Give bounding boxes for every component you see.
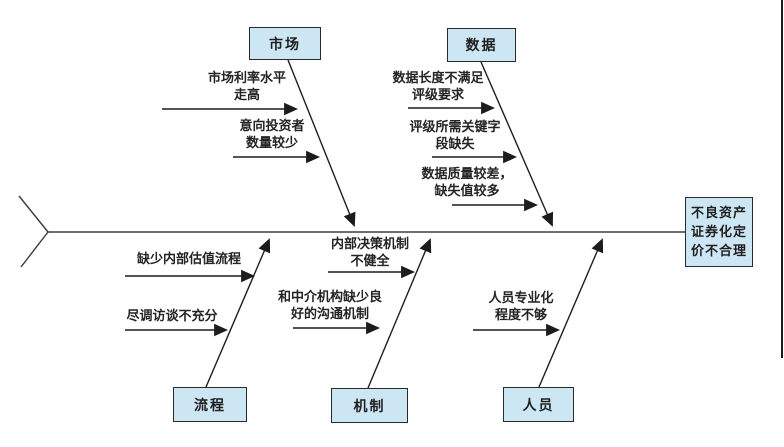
tail-lower-line — [20, 231, 49, 268]
cause-label-process-0: 缺少内部估值流程 — [136, 252, 242, 267]
category-box-process: 流程 — [173, 387, 247, 422]
cause-label-personnel-0: 人员专业化 程度不够 — [488, 291, 554, 323]
cause-label-data-2: 数据质量较差， 缺失值较多 — [421, 167, 513, 199]
bone-process — [205, 238, 271, 388]
cause-label-process-1: 尽调访谈不充分 — [126, 309, 218, 324]
cause-label-market-1: 意向投资者 数量较少 — [239, 119, 305, 151]
effect-box: 不良资产 证券化定 价不合理 — [685, 197, 753, 267]
cause-label-market-0: 市场利率水平 走高 — [207, 71, 287, 103]
cause-label-mechanism-1: 和中介机构缺少良 好的沟通机制 — [277, 290, 383, 322]
cause-label-mechanism-0: 内部决策机制 不健全 — [330, 237, 410, 269]
category-box-market: 市场 — [249, 27, 321, 60]
category-box-personnel: 人员 — [503, 387, 574, 422]
category-box-mechanism: 机制 — [331, 388, 408, 423]
bone-market — [287, 59, 356, 227]
bone-personnel — [538, 238, 604, 388]
bone-data — [480, 61, 554, 227]
cause-label-data-0: 数据长度不满足 评级要求 — [392, 71, 484, 103]
tail-upper-line — [18, 195, 49, 233]
category-box-data: 数据 — [447, 28, 516, 62]
cause-label-data-1: 评级所需关键字 段缺失 — [409, 120, 501, 152]
bone-mechanism — [367, 238, 432, 389]
